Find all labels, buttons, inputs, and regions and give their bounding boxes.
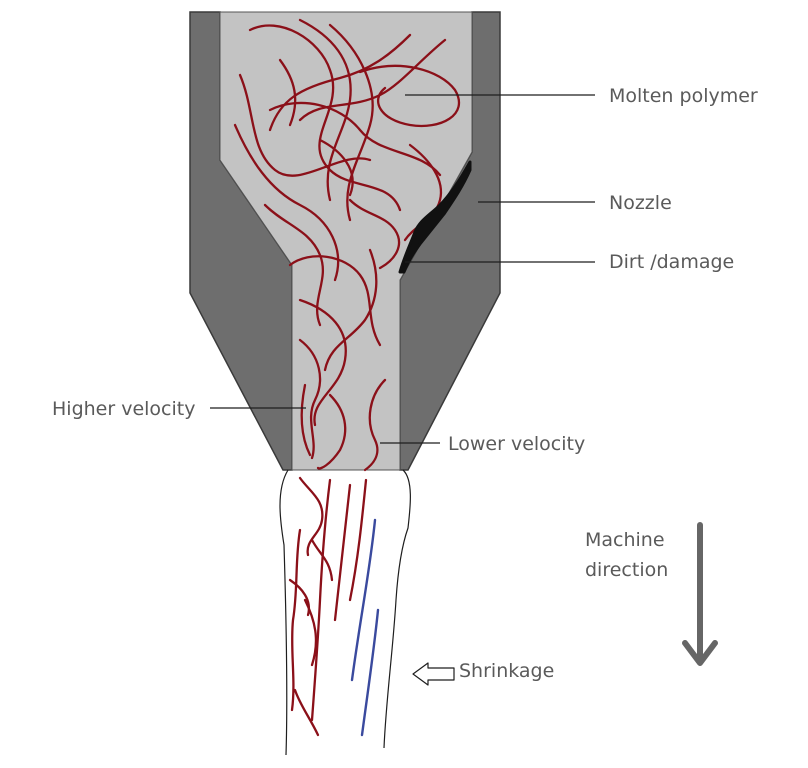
label-shrinkage: Shrinkage: [459, 660, 554, 682]
dirt-damage-mark: [398, 160, 472, 274]
label-higher-velocity: Higher velocity: [52, 398, 195, 420]
label-nozzle: Nozzle: [609, 192, 672, 214]
label-direction: direction: [585, 559, 668, 581]
arrow-down-icon: [682, 522, 718, 666]
extrudate-outline: [279, 469, 411, 756]
label-dirt-damage: Dirt /damage: [609, 251, 734, 273]
polymer-chains: [233, 18, 461, 472]
label-molten-polymer: Molten polymer: [609, 85, 758, 107]
label-lower-velocity: Lower velocity: [448, 433, 585, 455]
label-machine: Machine: [585, 529, 665, 551]
extrudate-chains: [288, 476, 380, 737]
arrow-left-outline-icon: [412, 662, 455, 686]
molten-polymer-region: [219, 11, 473, 471]
